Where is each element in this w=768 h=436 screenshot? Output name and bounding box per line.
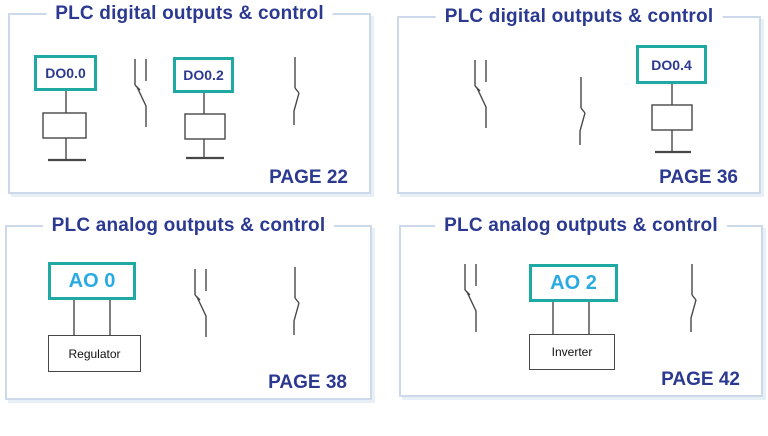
analog-output-label: AO 2 (550, 271, 597, 294)
panel-title: PLC digital outputs & control (435, 6, 723, 28)
contact-symbol-double (194, 269, 207, 337)
contact-symbol-double (134, 59, 147, 127)
contact-symbol-double (464, 264, 477, 332)
analog-output-label: AO 0 (68, 269, 116, 292)
inverter-box: Inverter (529, 334, 615, 370)
page-reference: PAGE 22 (269, 167, 348, 188)
panel-title: PLC digital outputs & control (46, 3, 333, 25)
regulator-box: Regulator (48, 335, 141, 372)
contact-symbol-single (293, 57, 300, 125)
device-label: Inverter (551, 345, 593, 359)
digital-output-box: DO0.0 (34, 55, 97, 91)
digital-output-label: DO0.0 (45, 65, 86, 81)
panel-analog-outputs-2: PLC analog outputs & control AO 2 Invert… (399, 215, 763, 397)
contact-symbol-single (293, 267, 300, 335)
digital-output-label: DO0.2 (183, 67, 224, 83)
page-reference: PAGE 36 (659, 167, 738, 188)
digital-output-label: DO0.4 (651, 56, 692, 73)
panel-digital-outputs-2: PLC digital outputs & control DO0.4 PAGE… (397, 6, 761, 194)
load-symbol (184, 113, 226, 140)
panel-title: PLC analog outputs & control (42, 215, 335, 237)
digital-output-box: DO0.2 (173, 57, 234, 93)
analog-output-box: AO 0 (48, 262, 136, 300)
page-reference: PAGE 38 (268, 372, 347, 393)
device-label: Regulator (68, 346, 121, 361)
analog-output-box: AO 2 (529, 264, 618, 302)
panel-title: PLC analog outputs & control (435, 215, 727, 237)
digital-output-box: DO0.4 (636, 45, 707, 84)
circuit-wires (42, 57, 300, 162)
panel-digital-outputs-1: PLC digital outputs & control DO0.0 (8, 3, 371, 194)
load-symbol (42, 112, 87, 139)
contact-symbol-single (690, 264, 697, 332)
page-reference: PAGE 42 (661, 369, 740, 390)
load-symbol (651, 104, 693, 131)
panel-analog-outputs-1: PLC analog outputs & control AO 0 Regula… (5, 215, 372, 400)
contact-symbol-single (579, 77, 586, 145)
contact-symbol-double (474, 60, 487, 128)
